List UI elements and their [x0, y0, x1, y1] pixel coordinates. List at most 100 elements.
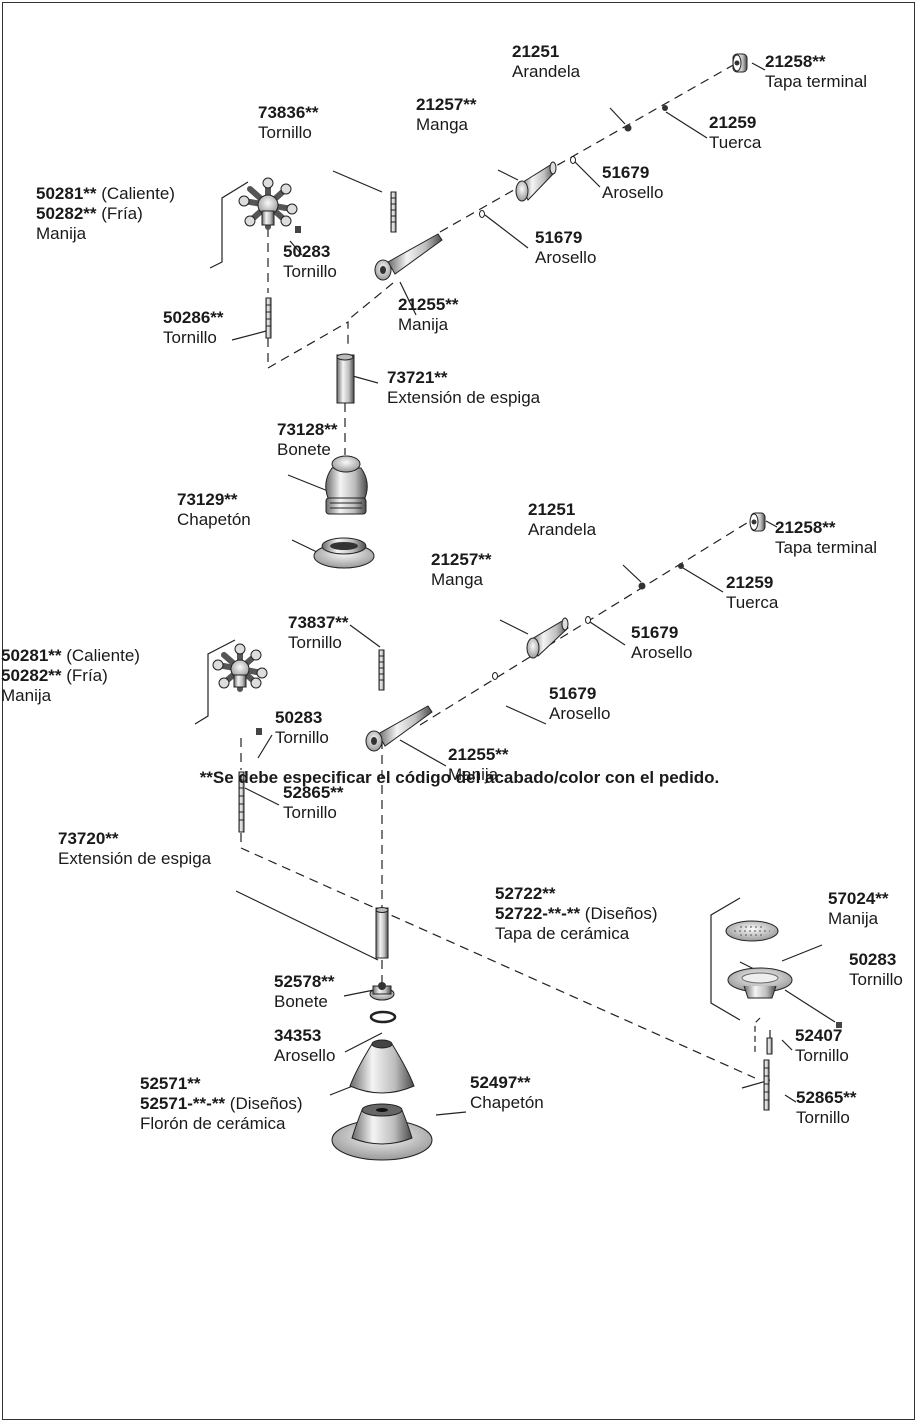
callout-r-57024: 57024**Manija [828, 889, 889, 929]
part-description: Tornillo [288, 633, 342, 652]
part-description: Tornillo [283, 803, 337, 822]
callout-u-73129: 73129**Chapetón [177, 490, 251, 530]
upper-nut [662, 105, 668, 111]
part-description: (Caliente) [96, 184, 175, 203]
callout-line: Chapetón [177, 510, 251, 530]
callout-line: Tapa de cerámica [495, 924, 658, 944]
part-description: Arosello [535, 248, 597, 267]
callout-line: Manga [416, 115, 477, 135]
callout-line: 52578** [274, 972, 335, 992]
part-description: Arosello [631, 643, 693, 662]
callout-line: 50283 [275, 708, 329, 728]
callout-line: 52865** [283, 783, 344, 803]
part-description: Tornillo [795, 1046, 849, 1065]
callout-line: Tornillo [849, 970, 903, 990]
callout-line: Tornillo [795, 1046, 849, 1066]
part-number: 52865** [796, 1088, 857, 1107]
callout-l-21257: 21257**Manga [431, 550, 492, 590]
callout-line: 51679 [549, 684, 610, 704]
callout-line: Extensión de espiga [58, 849, 211, 869]
callout-line: 73721** [387, 368, 540, 388]
callout-line: Arosello [631, 643, 692, 663]
round-knob-handle [727, 967, 793, 999]
lower-bonnet [369, 982, 395, 1001]
callout-line: 21255** [448, 745, 509, 765]
part-description: Tapa de cerámica [495, 924, 630, 943]
callout-line: Tapa terminal [765, 72, 867, 92]
callout-line: Florón de cerámica [140, 1114, 303, 1134]
upper-washer [624, 124, 632, 132]
callout-line: 21259 [726, 573, 778, 593]
callout-line: 50282** (Fría) [1, 666, 140, 686]
upper-flange [313, 537, 375, 569]
part-description: Chapetón [177, 510, 251, 529]
part-description: Manija [36, 224, 87, 243]
part-number: 52497** [470, 1073, 531, 1092]
part-description: Extensión de espiga [58, 849, 212, 868]
part-number: 73128** [277, 420, 338, 439]
callout-line: 21257** [416, 95, 477, 115]
part-description: Manija [398, 315, 449, 334]
callout-line: 52497** [470, 1073, 544, 1093]
callout-line: 50286** [163, 308, 224, 328]
callout-line: Manga [431, 570, 492, 590]
callout-line: Manija [1, 686, 140, 706]
callout-line: 21257** [431, 550, 492, 570]
callout-line: Manija [828, 909, 889, 929]
callout-u-73721: 73721**Extensión de espiga [387, 368, 540, 408]
callout-line: Tuerca [726, 593, 778, 613]
part-description: (Diseños) [580, 904, 658, 923]
part-number: 50283 [849, 950, 897, 969]
part-number: 51679 [535, 228, 583, 247]
upper-sleeve [515, 161, 557, 202]
callout-line: 73720** [58, 829, 211, 849]
callout-line: 50283 [283, 242, 337, 262]
callout-line: 73129** [177, 490, 251, 510]
lower-set-screw [256, 728, 262, 735]
callout-line: Tornillo [163, 328, 224, 348]
callout-line: Arandela [512, 62, 580, 82]
part-number: 21251 [528, 500, 576, 519]
callout-l-52497: 52497**Chapetón [470, 1073, 544, 1113]
upper-screw-73836 [390, 191, 397, 233]
callout-u-73836: 73836**Tornillo [258, 103, 319, 143]
part-description: Arosello [549, 704, 611, 723]
finish-code-footnote: **Se debe especificar el código del acab… [199, 768, 720, 787]
lower-screw-73837 [378, 649, 385, 691]
ceramic-escutcheon [349, 1039, 415, 1094]
part-number: 34353 [274, 1026, 322, 1045]
callout-u-50281: 50281** (Caliente)50282** (Fría)Manija [36, 184, 175, 244]
assembly-lines [194, 62, 836, 1116]
right-screw-52407 [766, 1037, 773, 1055]
callout-line: Tuerca [709, 133, 761, 153]
part-number: 52865** [283, 783, 344, 802]
part-description: Extensión de espiga [387, 388, 541, 407]
callout-line: 50281** (Caliente) [36, 184, 175, 204]
callout-line: Manija [448, 765, 509, 785]
part-number: 73836** [258, 103, 319, 122]
callout-line: 50281** (Caliente) [1, 646, 140, 666]
callout-line: Arandela [528, 520, 596, 540]
lower-sleeve [526, 617, 569, 659]
part-number: 51679 [631, 623, 679, 642]
part-description: Arosello [602, 183, 664, 202]
part-number: 21251 [512, 42, 560, 61]
callout-line: Tornillo [796, 1108, 857, 1128]
lower-o-ring-34353 [369, 1010, 397, 1024]
callout-l-52571: 52571**52571-**-** (Diseños)Florón de ce… [140, 1074, 303, 1134]
part-description: Bonete [277, 440, 331, 459]
callout-line: Manija [36, 224, 175, 244]
callout-u-21255: 21255**Manija [398, 295, 459, 335]
callout-line: Tornillo [283, 262, 337, 282]
callout-l-73720: 73720**Extensión de espiga [58, 829, 211, 869]
part-description: Tornillo [163, 328, 217, 347]
part-number: 52407 [795, 1026, 843, 1045]
callout-u-21257: 21257**Manga [416, 95, 477, 135]
part-description: Manga [431, 570, 483, 589]
part-description: (Diseños) [225, 1094, 303, 1113]
